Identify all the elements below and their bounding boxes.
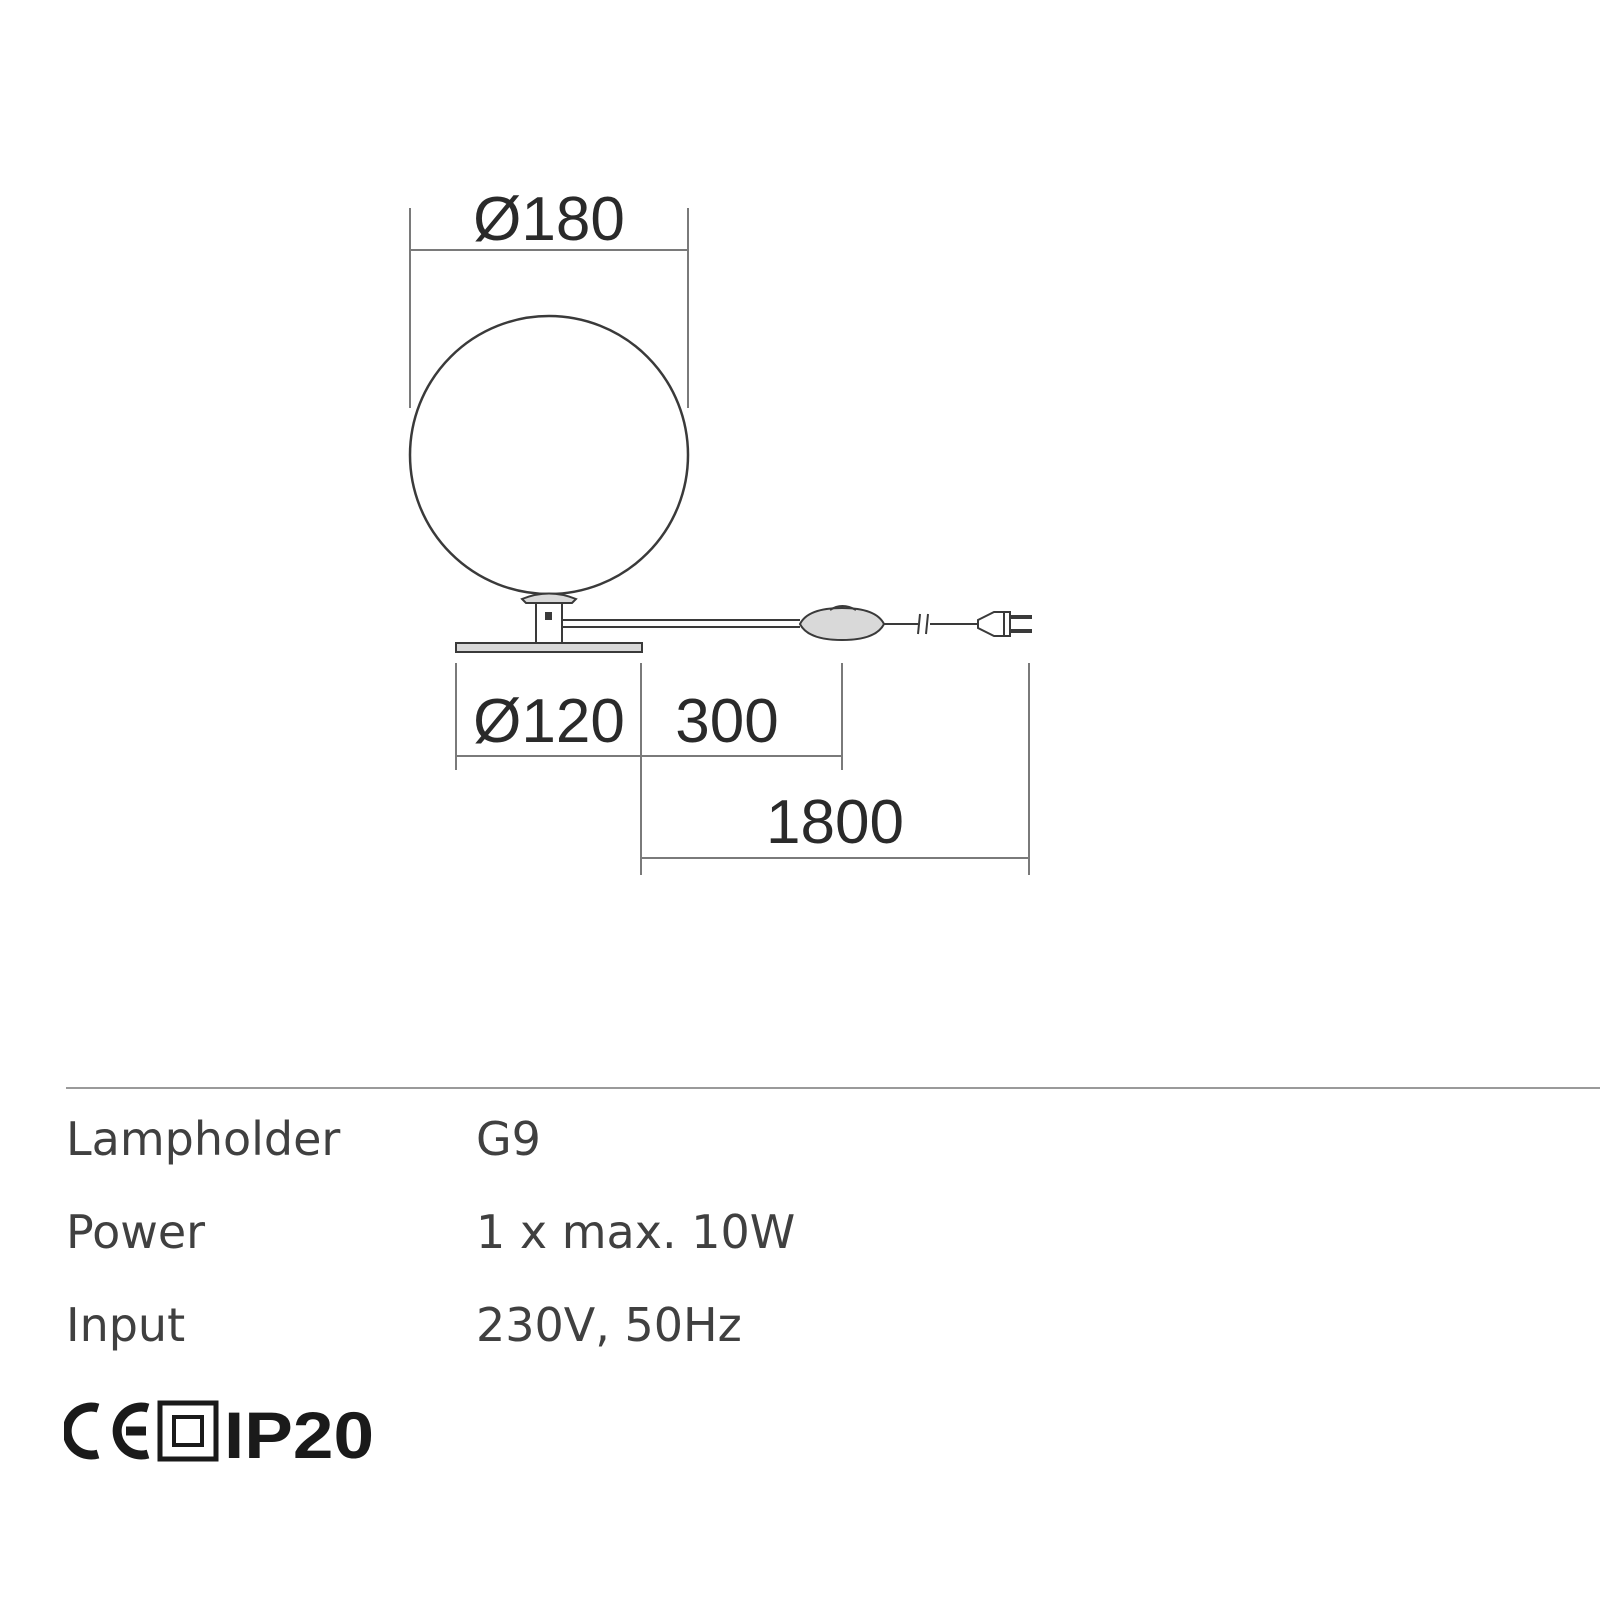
base-and-switch-dimensions bbox=[455, 663, 1030, 875]
spec-row-power: Power 1 x max. 10W bbox=[66, 1205, 1266, 1265]
inline-switch-icon bbox=[798, 605, 886, 642]
spec-label: Power bbox=[66, 1205, 206, 1259]
base-diameter-label: Ø120 bbox=[473, 687, 625, 756]
ip-rating-label: IP20 bbox=[224, 1398, 374, 1464]
shade-diameter-label: Ø180 bbox=[473, 185, 625, 254]
spec-row-input: Input 230V, 50Hz bbox=[66, 1298, 1266, 1358]
plug-icon bbox=[977, 611, 1032, 637]
lamp-base bbox=[455, 642, 643, 653]
spec-value: 230V, 50Hz bbox=[476, 1298, 742, 1352]
cable-length-label: 1800 bbox=[766, 788, 904, 857]
spec-label: Input bbox=[66, 1298, 186, 1352]
globe-shade bbox=[408, 314, 690, 596]
certification-marks: IP20 bbox=[64, 1398, 374, 1464]
switch-distance-label: 300 bbox=[675, 687, 778, 756]
shade-diameter-dimension bbox=[409, 208, 689, 408]
spec-value: G9 bbox=[476, 1112, 541, 1166]
section-divider bbox=[66, 1087, 1600, 1089]
spec-label: Lampholder bbox=[66, 1112, 341, 1166]
lamp-holder-cap bbox=[520, 592, 578, 604]
class-ii-double-insulation-icon bbox=[157, 1400, 219, 1462]
spec-value: 1 x max. 10W bbox=[476, 1205, 796, 1259]
spec-row-lampholder: Lampholder G9 bbox=[66, 1112, 1266, 1172]
technical-drawing: Ø180 Ø120 300 1800 bbox=[408, 185, 1032, 875]
stem-screw bbox=[545, 612, 552, 620]
power-cable bbox=[562, 613, 978, 635]
lamp-stem bbox=[535, 602, 563, 644]
ce-mark-icon bbox=[64, 1402, 150, 1460]
